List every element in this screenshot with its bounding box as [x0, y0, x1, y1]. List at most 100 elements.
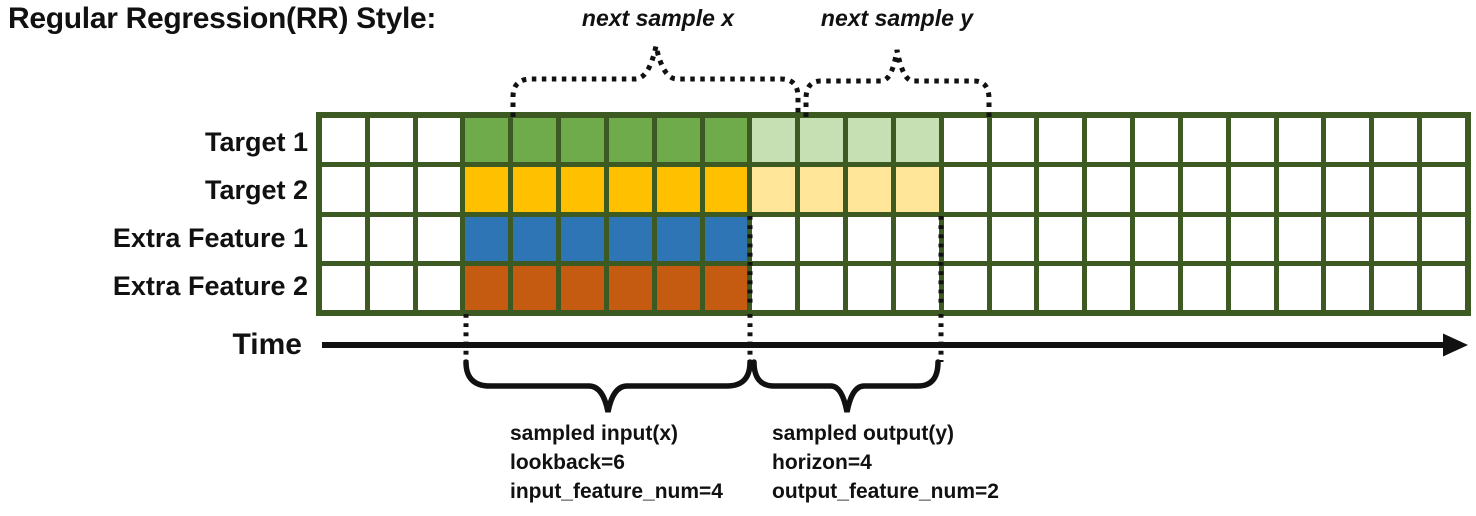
grid-cell-empty — [322, 167, 365, 212]
grid-cell-input — [513, 167, 557, 212]
sampled-output-title: sampled output(y) — [772, 422, 954, 445]
grid-cell-empty — [1374, 118, 1418, 163]
grid-cell-empty — [417, 216, 461, 261]
sampled-output-caption: sampled output(y) horizon=4 output_featu… — [772, 419, 999, 506]
grid-cell-empty — [1039, 167, 1083, 212]
output-feature-num-value: output_feature_num=2 — [772, 480, 999, 503]
grid-cell-empty — [1278, 216, 1322, 261]
grid-cell-empty — [1087, 118, 1131, 163]
grid-cell-input — [704, 265, 748, 310]
grid-cell-output — [848, 167, 891, 212]
grid-cell-output — [800, 167, 844, 212]
grid-cell-empty — [417, 167, 461, 212]
grid-cell-empty — [1326, 167, 1370, 212]
grid-cell-empty — [1087, 216, 1131, 261]
row-label-target-1: Target 1 — [204, 127, 308, 157]
grid-cell-empty — [1182, 167, 1226, 212]
sampled-input-brace — [463, 359, 753, 413]
grid-cell-input — [513, 265, 557, 310]
grid-cell-empty — [1087, 265, 1131, 310]
horizon-value: horizon=4 — [772, 451, 872, 474]
grid-cell-empty — [322, 118, 365, 163]
grid-cell-output — [895, 167, 939, 212]
grid-cell-input — [656, 167, 700, 212]
grid-cell-empty — [1278, 118, 1322, 163]
grid-cell-empty — [943, 265, 987, 310]
time-axis-arrowhead — [1443, 333, 1468, 357]
grid-cell-empty — [1230, 265, 1274, 310]
grid-cell-input — [561, 118, 604, 163]
grid-cell-empty — [991, 265, 1035, 310]
grid-cell-empty — [800, 265, 844, 310]
grid-cell-input — [704, 216, 748, 261]
grid-cell-empty — [1039, 265, 1083, 310]
grid-cell-input — [608, 118, 652, 163]
grid-cell-empty — [1135, 118, 1178, 163]
grid-cell-empty — [417, 118, 461, 163]
lookback-value: lookback=6 — [510, 451, 625, 474]
grid-cell-input — [513, 216, 557, 261]
sampled-output-brace — [751, 359, 941, 413]
grid-cell-empty — [369, 118, 413, 163]
grid-cell-input — [704, 167, 748, 212]
grid-cell-input — [608, 167, 652, 212]
grid-cell-empty — [752, 265, 796, 310]
grid-cell-empty — [322, 216, 365, 261]
grid-cell-output — [752, 118, 796, 163]
grid-cell-empty — [1182, 118, 1226, 163]
grid-cell-empty — [1422, 265, 1465, 310]
grid-cell-empty — [1278, 265, 1322, 310]
grid-cell-input — [656, 118, 700, 163]
grid-cell-empty — [752, 216, 796, 261]
grid-cell-empty — [943, 118, 987, 163]
grid-cell-empty — [1422, 167, 1465, 212]
grid-cell-input — [656, 265, 700, 310]
grid-cell-empty — [1182, 216, 1226, 261]
diagram-title: Regular Regression(RR) Style: — [8, 2, 437, 35]
grid-cell-empty — [1326, 265, 1370, 310]
grid-cell-empty — [991, 167, 1035, 212]
grid-cell-empty — [1422, 118, 1465, 163]
row-label-target-2: Target 2 — [204, 175, 308, 205]
grid-cell-input — [465, 265, 509, 310]
grid-cell-input — [465, 167, 509, 212]
grid-cell-empty — [895, 216, 939, 261]
grid-cell-empty — [1374, 167, 1418, 212]
grid-cell-empty — [1087, 167, 1131, 212]
grid-cell-empty — [1422, 216, 1465, 261]
grid-cell-empty — [322, 265, 365, 310]
grid-cell-output — [800, 118, 844, 163]
grid-cell-empty — [1230, 167, 1274, 212]
input-feature-num-value: input_feature_num=4 — [510, 480, 723, 503]
grid-cell-input — [608, 265, 652, 310]
grid-cell-empty — [991, 216, 1035, 261]
grid-cell-empty — [1039, 118, 1083, 163]
grid-cell-empty — [1326, 118, 1370, 163]
grid-cell-input — [608, 216, 652, 261]
grid-cell-input — [465, 118, 509, 163]
grid-cell-output — [895, 118, 939, 163]
grid-cell-output — [752, 167, 796, 212]
grid-cell-empty — [848, 265, 891, 310]
grid-cell-empty — [1230, 216, 1274, 261]
next-sample-y-brace — [803, 49, 992, 117]
grid-cell-empty — [943, 216, 987, 261]
grid-cell-empty — [369, 216, 413, 261]
grid-cell-empty — [800, 216, 844, 261]
grid-cell-empty — [1374, 216, 1418, 261]
next-sample-x-label: next sample x — [581, 5, 735, 31]
grid-cell-empty — [895, 265, 939, 310]
sampling-grid — [316, 112, 1471, 316]
grid-cell-input — [561, 216, 604, 261]
row-label-extra-feature-1: Extra Feature 1 — [112, 223, 308, 253]
grid-cell-empty — [1326, 216, 1370, 261]
time-axis-label: Time — [232, 328, 302, 361]
grid-cell-input — [656, 216, 700, 261]
sampled-input-title: sampled input(x) — [510, 422, 679, 445]
grid-cell-empty — [1182, 265, 1226, 310]
row-label-extra-feature-2: Extra Feature 2 — [112, 271, 308, 301]
grid-cell-input — [561, 265, 604, 310]
next-sample-x-brace — [510, 45, 801, 117]
sampled-input-caption: sampled input(x) lookback=6 input_featur… — [510, 419, 723, 506]
